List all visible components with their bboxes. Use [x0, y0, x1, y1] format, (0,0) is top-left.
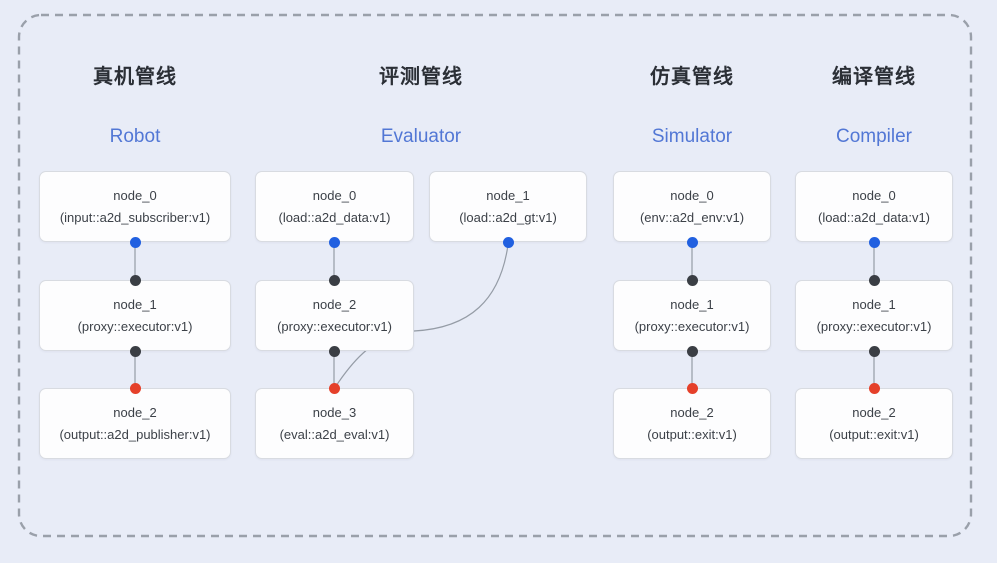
node-name: node_1: [113, 296, 157, 312]
pipeline-title-zh-robot: 真机管线: [93, 66, 177, 88]
edge-evaluator-1-3: [335, 244, 509, 387]
node-name: node_1: [486, 187, 530, 203]
compiler-node-1-input-port-dot: [868, 274, 880, 286]
node-name: node_2: [670, 404, 714, 420]
compiler-node-1-output-port-dot: [868, 345, 880, 357]
evaluator-node-3-input-port-dot: [328, 382, 340, 394]
node-type: (load::a2d_data:v1): [278, 209, 391, 225]
node-type: (input::a2d_subscriber:v1): [59, 209, 211, 225]
pipeline-title-en-simulator: Simulator: [651, 126, 733, 147]
node-type: (eval::a2d_eval:v1): [279, 426, 390, 442]
evaluator-node-1-box: node_1 (load::a2d_gt:v1): [429, 171, 587, 242]
pipeline-title-zh-evaluator: 评测管线: [379, 66, 463, 88]
pipeline-title-en-compiler: Compiler: [835, 126, 913, 147]
node-name: node_3: [312, 404, 357, 420]
compiler-node-2-box: node_2 (output::exit:v1): [795, 388, 953, 459]
node-name: node_2: [113, 404, 157, 420]
evaluator-node-0-box: node_0 (load::a2d_data:v1): [255, 171, 414, 242]
simulator-node-1-output-port-dot: [686, 345, 698, 357]
node-type: (output::a2d_publisher:v1): [59, 426, 211, 442]
pipeline-title-en-evaluator: Evaluator: [380, 126, 462, 147]
pipeline-title-zh-compiler: 编译管线: [832, 66, 916, 88]
evaluator-node-2-output-port-dot: [328, 345, 340, 357]
compiler-node-0-box: node_0 (load::a2d_data:v1): [795, 171, 953, 242]
simulator-node-0-box: node_0 (env::a2d_env:v1): [613, 171, 771, 242]
compiler-node-0-output-port-dot: [868, 236, 880, 248]
robot-node-1-box: node_1 (proxy::executor:v1): [39, 280, 231, 351]
robot-node-0-output-port-dot: [129, 236, 141, 248]
pipeline-title-zh-simulator: 仿真管线: [650, 66, 734, 88]
node-type: (proxy::executor:v1): [277, 318, 392, 334]
node-name: node_2: [312, 296, 357, 312]
robot-node-0-box: node_0 (input::a2d_subscriber:v1): [39, 171, 231, 242]
node-name: node_0: [670, 187, 714, 203]
node-type: (env::a2d_env:v1): [639, 209, 745, 225]
evaluator-node-2-box: node_2 (proxy::executor:v1): [255, 280, 414, 351]
robot-node-2-input-port-dot: [129, 382, 141, 394]
simulator-node-1-input-port-dot: [686, 274, 698, 286]
simulator-node-0-output-port-dot: [686, 236, 698, 248]
robot-node-2-box: node_2 (output::a2d_publisher:v1): [39, 388, 231, 459]
node-type: (proxy::executor:v1): [77, 318, 193, 334]
robot-node-1-input-port-dot: [129, 274, 141, 286]
node-type: (load::a2d_gt:v1): [459, 209, 557, 225]
node-name: node_2: [852, 404, 896, 420]
dashed-border: [17, 13, 973, 538]
node-name: node_0: [113, 187, 157, 203]
node-type: (proxy::executor:v1): [816, 318, 932, 334]
node-type: (load::a2d_data:v1): [817, 209, 931, 225]
simulator-node-2-box: node_2 (output::exit:v1): [613, 388, 771, 459]
compiler-node-2-input-port-dot: [868, 382, 880, 394]
compiler-node-1-box: node_1 (proxy::executor:v1): [795, 280, 953, 351]
evaluator-node-2-input-port-dot: [328, 274, 340, 286]
node-type: (proxy::executor:v1): [634, 318, 750, 334]
node-name: node_1: [852, 296, 896, 312]
robot-node-1-output-port-dot: [129, 345, 141, 357]
evaluator-node-1-output-port-dot: [502, 236, 514, 248]
node-type: (output::exit:v1): [829, 426, 919, 442]
node-name: node_0: [852, 187, 896, 203]
pipeline-title-en-robot: Robot: [109, 126, 161, 147]
simulator-node-2-input-port-dot: [686, 382, 698, 394]
simulator-node-1-box: node_1 (proxy::executor:v1): [613, 280, 771, 351]
node-type: (output::exit:v1): [647, 426, 737, 442]
evaluator-node-3-box: node_3 (eval::a2d_eval:v1): [255, 388, 414, 459]
node-name: node_0: [312, 187, 357, 203]
evaluator-node-0-output-port-dot: [328, 236, 340, 248]
node-name: node_1: [670, 296, 714, 312]
